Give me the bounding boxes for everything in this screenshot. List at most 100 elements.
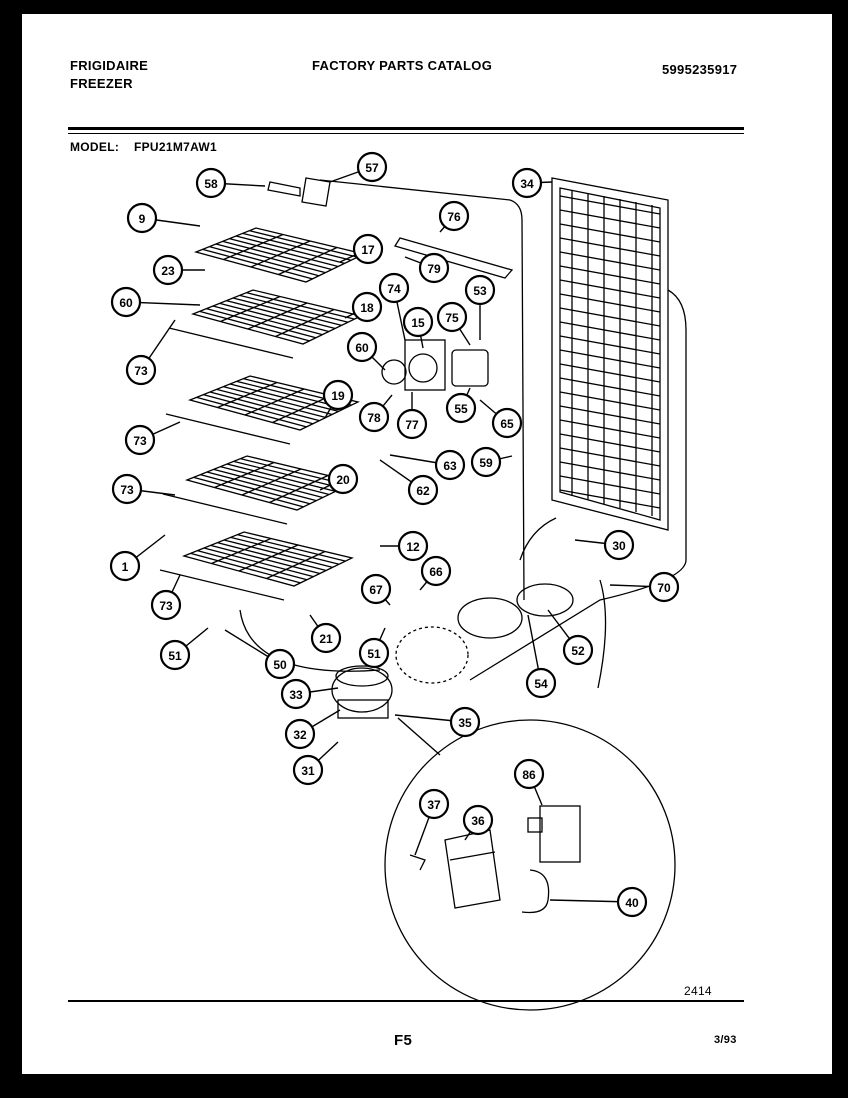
wire-shelf xyxy=(168,289,363,359)
svg-text:60: 60 xyxy=(355,341,369,355)
brand-label: FRIGIDAIRE xyxy=(70,58,149,73)
svg-text:9: 9 xyxy=(139,212,146,226)
callout-73: 73 xyxy=(125,319,176,386)
callout-1: 1 xyxy=(109,534,166,582)
svg-text:12: 12 xyxy=(406,540,420,554)
callout-65: 65 xyxy=(479,399,523,439)
callout-52: 52 xyxy=(547,609,594,666)
callout-74: 74 xyxy=(378,272,410,341)
svg-text:74: 74 xyxy=(387,282,401,296)
callout-57: 57 xyxy=(329,151,388,183)
callout-33: 33 xyxy=(280,678,339,710)
svg-text:63: 63 xyxy=(443,459,457,473)
callout-75: 75 xyxy=(436,301,471,346)
product-label: FREEZER xyxy=(70,76,133,91)
callout-36: 36 xyxy=(462,804,494,841)
svg-text:77: 77 xyxy=(405,418,419,432)
svg-text:32: 32 xyxy=(293,728,307,742)
callout-51: 51 xyxy=(159,627,209,671)
callout-55: 55 xyxy=(445,387,477,424)
callout-12: 12 xyxy=(380,530,429,562)
svg-text:19: 19 xyxy=(331,389,345,403)
shelf-stack xyxy=(159,227,366,601)
svg-text:40: 40 xyxy=(625,896,639,910)
callout-20: 20 xyxy=(319,463,359,495)
catalog-title: FACTORY PARTS CATALOG xyxy=(312,58,493,73)
svg-text:73: 73 xyxy=(134,364,148,378)
callout-60: 60 xyxy=(346,331,386,371)
svg-text:15: 15 xyxy=(411,316,425,330)
svg-text:67: 67 xyxy=(369,583,383,597)
svg-text:55: 55 xyxy=(454,402,468,416)
svg-text:79: 79 xyxy=(427,262,441,276)
callout-53: 53 xyxy=(464,274,496,340)
page-number: F5 xyxy=(394,1032,413,1049)
svg-text:52: 52 xyxy=(571,644,585,658)
callout-63: 63 xyxy=(389,449,466,481)
header-rule xyxy=(68,127,744,130)
callout-67: 67 xyxy=(360,573,392,606)
callout-15: 15 xyxy=(402,306,434,349)
footer-rule xyxy=(68,1000,744,1002)
svg-text:78: 78 xyxy=(367,411,381,425)
callout-50: 50 xyxy=(224,629,296,680)
svg-text:31: 31 xyxy=(301,764,315,778)
svg-text:1: 1 xyxy=(122,560,129,574)
svg-text:34: 34 xyxy=(520,177,534,191)
callout-19: 19 xyxy=(322,379,354,419)
svg-text:20: 20 xyxy=(336,473,350,487)
callout-31: 31 xyxy=(292,741,339,786)
catalog-number: 5995235917 xyxy=(662,62,738,77)
callout-30: 30 xyxy=(574,529,635,561)
svg-text:59: 59 xyxy=(479,456,493,470)
callout-35: 35 xyxy=(394,706,481,738)
svg-text:17: 17 xyxy=(361,243,375,257)
callout-73: 73 xyxy=(124,421,181,456)
callout-37: 37 xyxy=(414,788,450,856)
callout-23: 23 xyxy=(152,254,205,286)
svg-text:73: 73 xyxy=(159,599,173,613)
svg-text:62: 62 xyxy=(416,484,430,498)
refrigerant-tubing xyxy=(239,179,687,689)
svg-text:18: 18 xyxy=(360,301,374,315)
callout-40: 40 xyxy=(549,886,648,918)
callout-66: 66 xyxy=(419,555,452,591)
callout-54: 54 xyxy=(525,614,557,699)
svg-text:65: 65 xyxy=(500,417,514,431)
header-rule-thin xyxy=(68,133,744,134)
svg-text:35: 35 xyxy=(458,716,472,730)
svg-text:70: 70 xyxy=(657,581,671,595)
svg-text:54: 54 xyxy=(534,677,548,691)
callout-76: 76 xyxy=(438,200,470,233)
callout-77: 77 xyxy=(396,392,428,440)
callout-70: 70 xyxy=(609,571,680,603)
callout-79: 79 xyxy=(404,252,450,284)
callout-21: 21 xyxy=(309,614,342,654)
compressor xyxy=(331,583,574,719)
svg-text:66: 66 xyxy=(429,565,443,579)
callout-60: 60 xyxy=(110,286,201,318)
svg-text:58: 58 xyxy=(204,177,218,191)
svg-text:57: 57 xyxy=(365,161,379,175)
callout-18: 18 xyxy=(344,291,383,323)
svg-text:75: 75 xyxy=(445,311,459,325)
model-number: FPU21M7AW1 xyxy=(134,140,218,154)
svg-text:86: 86 xyxy=(522,768,536,782)
svg-text:73: 73 xyxy=(133,434,147,448)
svg-text:50: 50 xyxy=(273,658,287,672)
svg-text:23: 23 xyxy=(161,264,175,278)
callout-59: 59 xyxy=(470,446,513,478)
callout-17: 17 xyxy=(339,233,384,265)
model-label: MODEL: xyxy=(70,140,120,154)
callout-73: 73 xyxy=(150,574,182,621)
svg-text:30: 30 xyxy=(612,539,626,553)
svg-text:76: 76 xyxy=(447,210,461,224)
svg-text:33: 33 xyxy=(289,688,303,702)
callout-32: 32 xyxy=(284,709,341,750)
svg-text:60: 60 xyxy=(119,296,133,310)
callout-73: 73 xyxy=(111,473,176,505)
callout-9: 9 xyxy=(126,202,201,234)
revision-date: 3/93 xyxy=(714,1034,737,1046)
callout-51: 51 xyxy=(358,627,390,669)
